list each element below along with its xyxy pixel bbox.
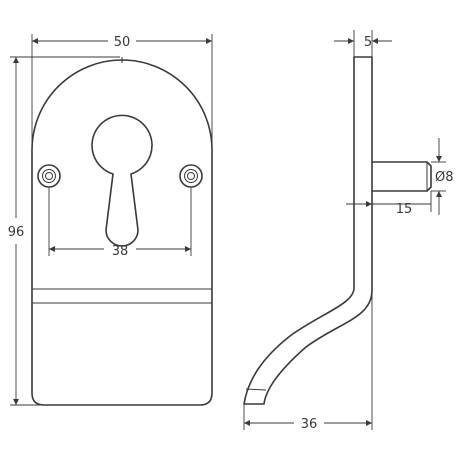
height-label: 96 <box>8 225 25 240</box>
depth-dimension: 36 <box>243 290 373 432</box>
height-dimension: 96 <box>8 56 120 406</box>
width-dimension: 50 <box>31 34 213 150</box>
pin-diameter-dimension: Ø8 <box>431 138 454 215</box>
side-view: 5 Ø8 15 36 <box>243 30 454 432</box>
pin-length-label: 15 <box>396 202 413 217</box>
depth-label: 36 <box>301 417 318 432</box>
width-label: 50 <box>114 35 131 50</box>
left-screw-hole <box>37 164 61 188</box>
thickness-dimension: 5 <box>334 30 392 57</box>
cylinder-keyhole <box>91 114 153 247</box>
profile-tip-line <box>245 388 267 391</box>
right-screw-hole <box>179 164 203 188</box>
side-profile-outline <box>243 56 373 405</box>
thickness-label: 5 <box>364 35 372 50</box>
hole-spacing-dimension: 38 <box>48 188 192 259</box>
front-view: 50 96 38 <box>8 34 213 406</box>
pin-length-dimension: 15 <box>346 191 432 217</box>
mounting-pin <box>371 161 432 192</box>
hole-spacing-label: 38 <box>112 244 129 259</box>
pin-diameter-label: Ø8 <box>435 170 454 185</box>
escutcheon-plate-outline <box>31 59 213 406</box>
